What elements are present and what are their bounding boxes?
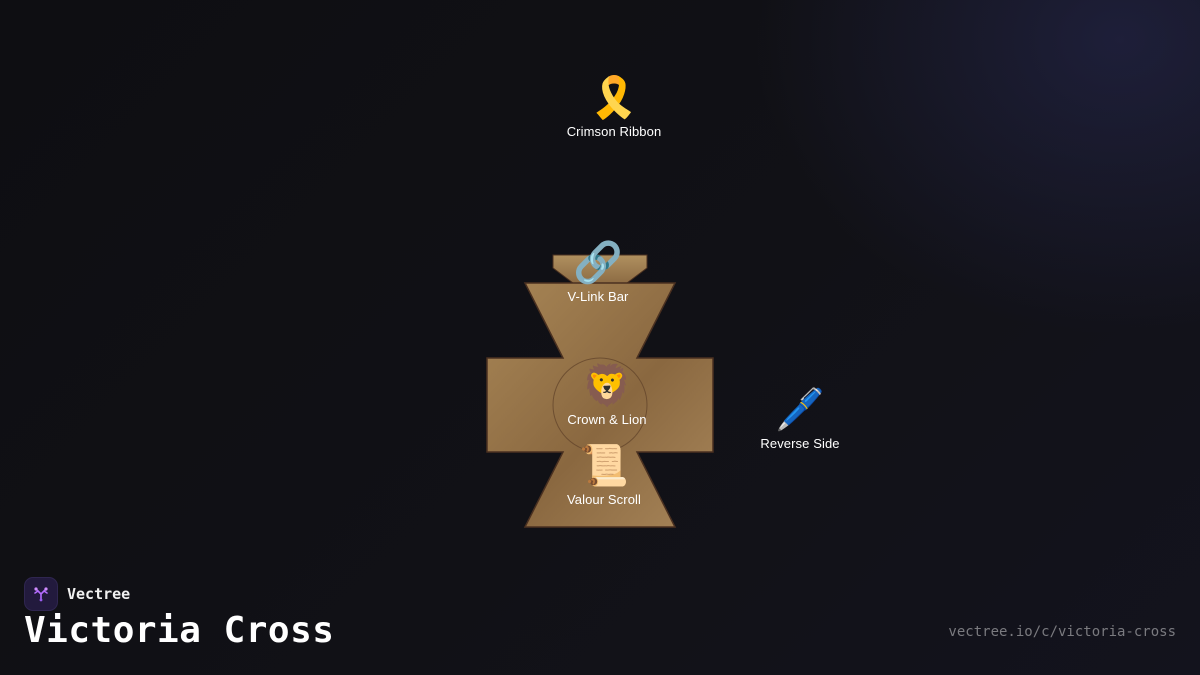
brand-name: Vectree xyxy=(67,585,131,603)
part-label: Crown & Lion xyxy=(567,412,647,427)
scroll-icon: 📜 xyxy=(579,443,629,489)
part-label: Reverse Side xyxy=(760,436,840,451)
ribbon-icon: 🎗️ xyxy=(589,75,639,121)
lion-icon: 🦁 xyxy=(582,363,632,409)
part-label: Crimson Ribbon xyxy=(566,124,662,139)
vectree-tree-icon xyxy=(24,577,58,611)
link-icon: 🔗 xyxy=(573,240,623,286)
part-valour-scroll[interactable]: 📜 Valour Scroll xyxy=(567,442,641,507)
part-reverse-side[interactable]: 🖊️ Reverse Side xyxy=(760,386,839,451)
part-label: V-Link Bar xyxy=(567,289,629,304)
brand[interactable]: Vectree xyxy=(24,577,130,611)
central-medallion xyxy=(552,357,648,453)
cross-body xyxy=(486,282,714,528)
part-crown-lion[interactable]: 🦁 Crown & Lion xyxy=(567,362,646,427)
pen-icon: 🖊️ xyxy=(775,387,825,433)
page-title: Victoria Cross xyxy=(24,610,335,651)
part-label: Valour Scroll xyxy=(566,492,642,507)
part-v-link-bar[interactable]: 🔗 V-Link Bar xyxy=(568,239,629,304)
page-url[interactable]: vectree.io/c/victoria-cross xyxy=(948,624,1176,640)
part-crimson-ribbon[interactable]: 🎗️ Crimson Ribbon xyxy=(567,74,662,139)
